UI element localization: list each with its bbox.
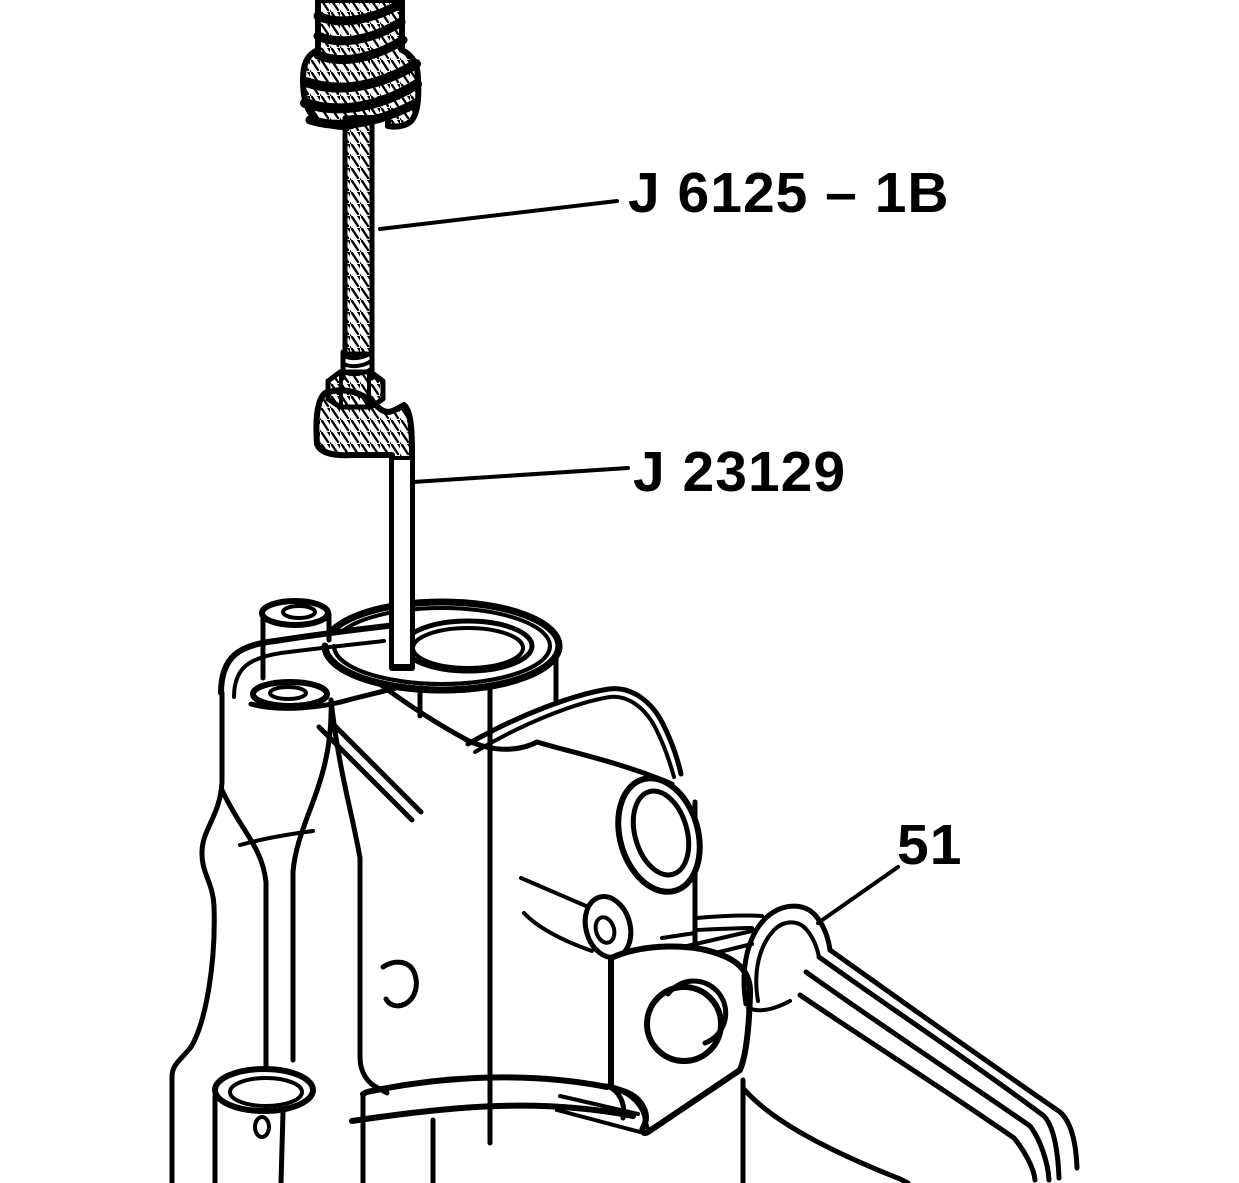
leader-51 (816, 865, 900, 925)
label-51: 51 (897, 813, 963, 877)
bottom-counterbore-boss (212, 1066, 316, 1183)
left-mounting-boss (218, 598, 399, 709)
bore-collar-front-rim (321, 642, 563, 694)
side-bore-boss (615, 775, 703, 895)
slide-hammer-threaded-end (300, 0, 422, 130)
mounting-ear (608, 943, 754, 1136)
gasket-51 (741, 903, 1080, 1183)
label-j23129: J 23129 (633, 440, 847, 504)
leader-lines (378, 199, 900, 925)
leader-j6125 (378, 199, 619, 231)
slide-hammer-rod (342, 115, 375, 357)
leader-j23129 (411, 466, 630, 484)
label-j6125-1b: J 6125 – 1B (628, 161, 950, 225)
remover-tool-j23129 (313, 387, 415, 671)
